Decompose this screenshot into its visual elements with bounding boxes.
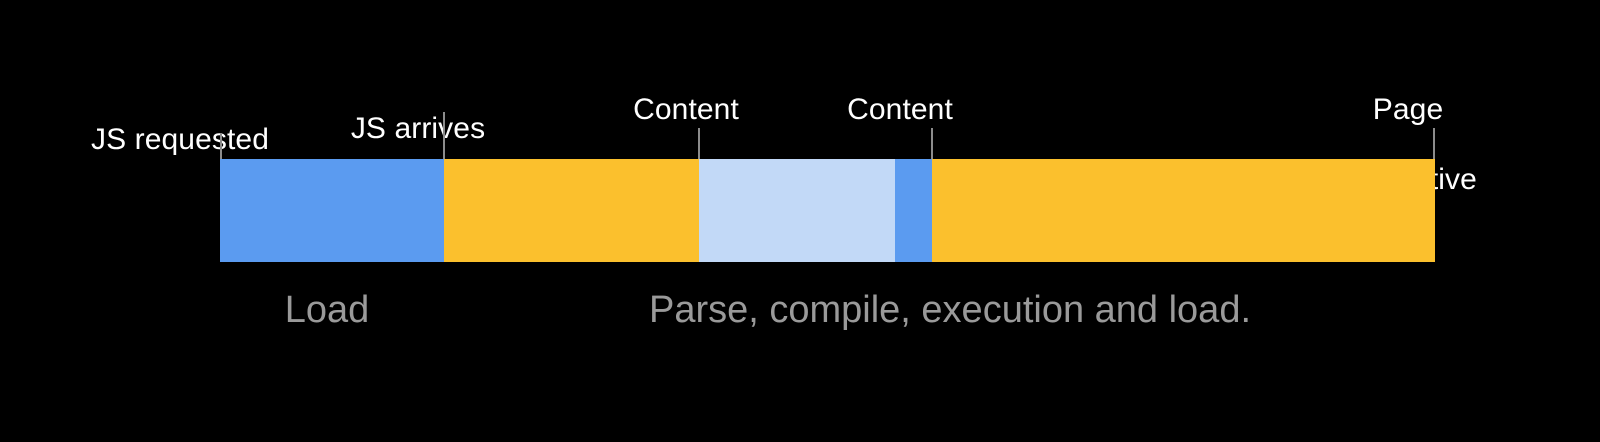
milestone-label-page-interactive-line1: Page xyxy=(1372,93,1444,126)
tick-line-content-fetch xyxy=(698,128,700,160)
timeline-segment-content-fetch-wait xyxy=(699,159,895,262)
tick-line-page-interactive xyxy=(1433,128,1435,160)
milestone-label-content-arrives-line1: Content xyxy=(847,93,953,126)
tick-line-js-arrives xyxy=(443,112,445,160)
timeline-segment-js-parse-execute xyxy=(444,159,699,262)
phase-caption-parse: Parse, compile, execution and load. xyxy=(648,289,1252,331)
phase-caption-load: Load xyxy=(284,289,370,331)
timeline-segment-js-download xyxy=(220,159,444,262)
milestone-label-js-arrives: JS arrives xyxy=(268,76,568,146)
milestone-label-content-fetch-line1: Content xyxy=(633,93,739,126)
tick-line-content-arrives xyxy=(931,128,933,160)
tick-line-js-requested xyxy=(220,133,222,160)
timeline-bar xyxy=(220,159,1435,262)
timeline-segment-content-download xyxy=(895,159,932,262)
milestone-label-js-requested: JS requested xyxy=(15,87,345,157)
timeline-segment-content-parse-render xyxy=(932,159,1435,262)
milestone-label-js-requested-text: JS requested xyxy=(91,123,269,156)
milestone-label-js-arrives-text: JS arrives xyxy=(350,112,486,145)
